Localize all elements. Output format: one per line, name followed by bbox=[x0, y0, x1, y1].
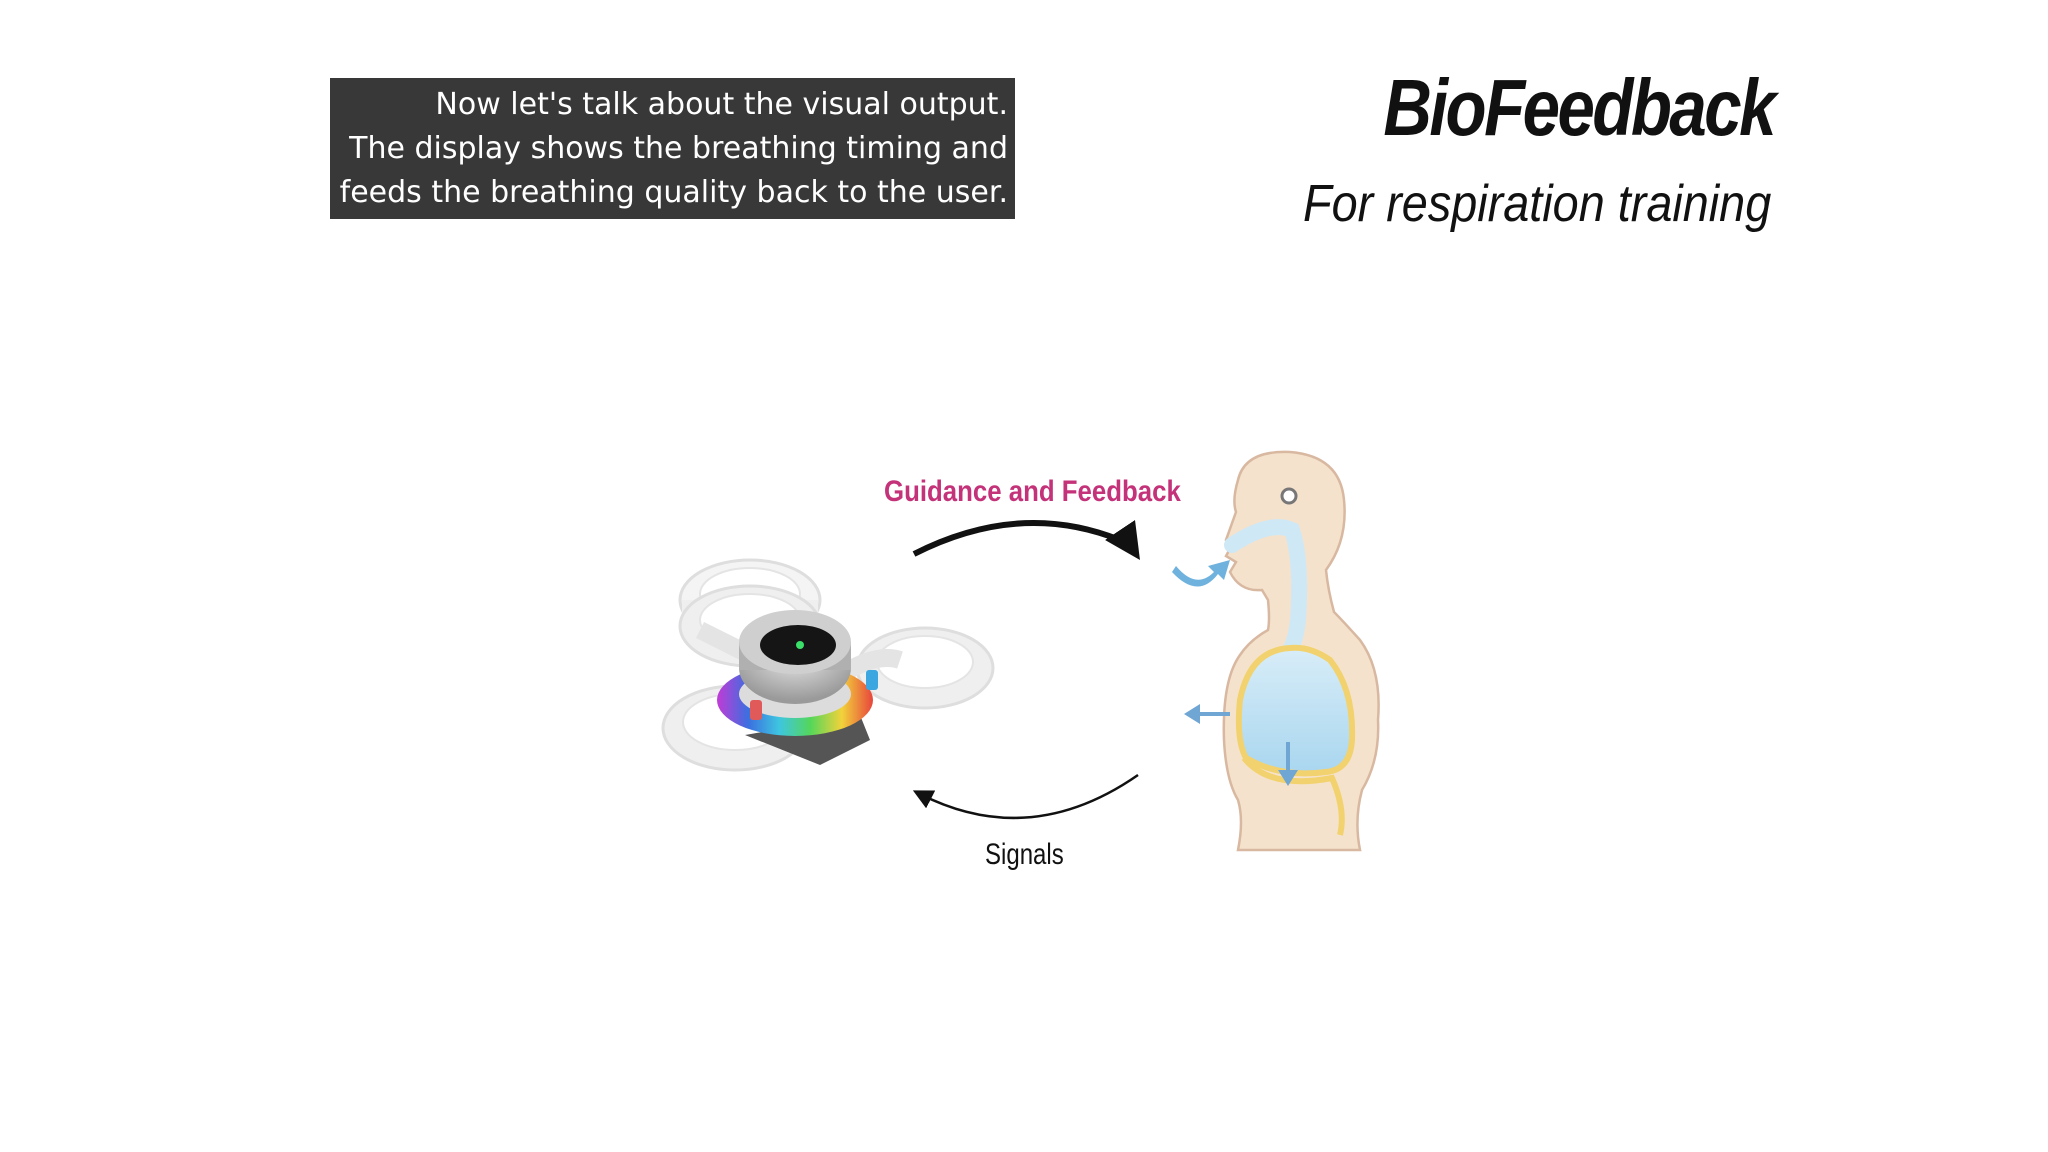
exhale-arrow-icon bbox=[1172, 560, 1230, 587]
caption-line-3: feeds the breathing quality back to the … bbox=[339, 175, 1008, 210]
breathing-device-icon bbox=[661, 558, 995, 772]
caption-line-1: Now let's talk about the visual output. bbox=[435, 87, 1008, 122]
guidance-arrow bbox=[912, 520, 1140, 560]
lungs-icon bbox=[1235, 644, 1356, 777]
slide-subtitle: For respiration training bbox=[1302, 175, 1771, 233]
ear-icon bbox=[1280, 487, 1298, 505]
signals-arrow bbox=[912, 773, 1139, 820]
device-status-light bbox=[796, 641, 804, 649]
human-torso-icon bbox=[1172, 450, 1380, 852]
caption-box: Now let's talk about the visual output. … bbox=[330, 78, 1015, 219]
diaphragm-arrow-icon bbox=[1278, 742, 1298, 786]
caption-line-2: The display shows the breathing timing a… bbox=[349, 131, 1008, 166]
guidance-feedback-label: Guidance and Feedback bbox=[884, 475, 1181, 508]
slide-title: BioFeedback bbox=[1383, 63, 1776, 152]
signals-label: Signals bbox=[985, 838, 1064, 871]
chest-arrow-icon bbox=[1184, 704, 1230, 724]
